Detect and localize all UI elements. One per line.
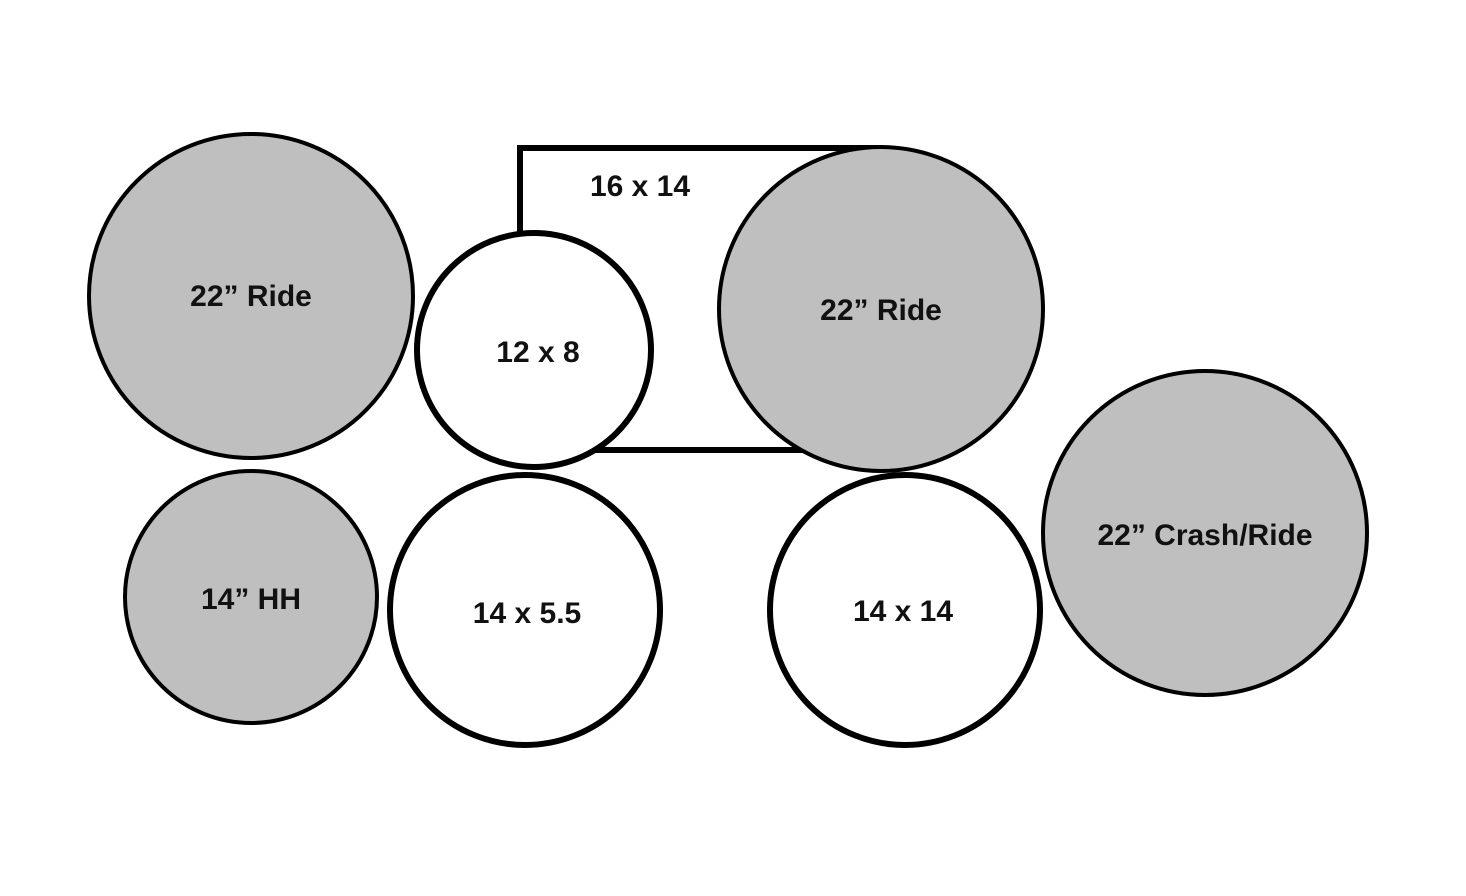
hihat-cymbal-label: 14” HH	[201, 583, 301, 616]
floor-tom	[767, 472, 1043, 748]
crash-ride-cymbal-label: 22” Crash/Ride	[1097, 519, 1312, 552]
floor-tom-label: 14 x 14	[853, 595, 953, 628]
ride-cymbal-center-label: 22” Ride	[820, 294, 942, 327]
rack-tom	[414, 230, 654, 470]
rack-tom-label: 12 x 8	[496, 336, 579, 369]
ride-cymbal-center	[717, 145, 1045, 473]
snare-drum-label: 14 x 5.5	[473, 597, 581, 630]
crash-ride-cymbal	[1041, 369, 1369, 697]
kick-drum-label: 16 x 14	[590, 170, 690, 203]
ride-cymbal-left	[87, 132, 415, 460]
ride-cymbal-left-label: 22” Ride	[190, 280, 312, 313]
snare-drum	[387, 472, 663, 748]
hihat-cymbal	[123, 469, 379, 725]
